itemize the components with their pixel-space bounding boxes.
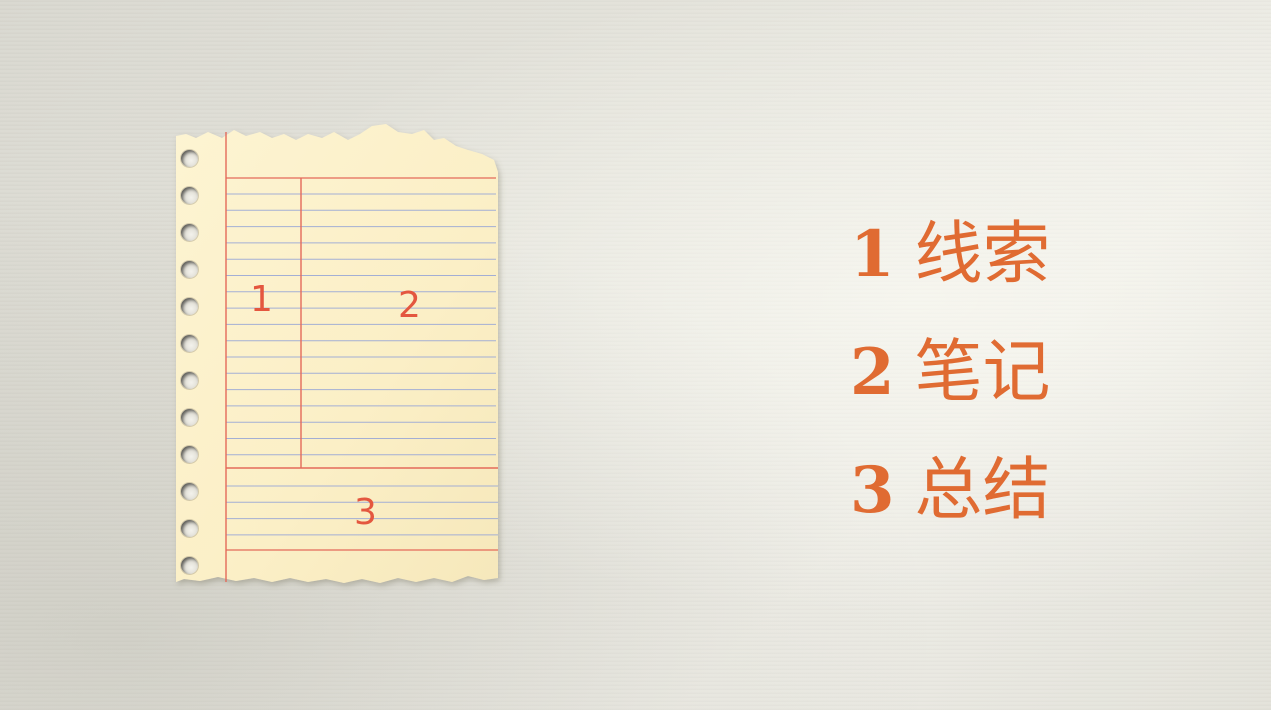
binder-hole: [181, 520, 198, 537]
list-item-label: 线索: [914, 215, 1051, 294]
list-item-number: 3: [850, 453, 895, 528]
binder-hole: [181, 261, 198, 278]
binder-hole: [181, 298, 198, 315]
binder-hole: [181, 446, 198, 463]
binder-hole: [181, 335, 198, 352]
binder-hole: [181, 557, 198, 574]
list-item-label: 总结: [914, 451, 1051, 530]
binder-hole: [181, 483, 198, 500]
binder-hole: [181, 224, 198, 241]
list-item-label: 笔记: [914, 333, 1051, 412]
list-item-cues: 1 线索: [850, 196, 1051, 314]
cornell-sections-list: 1 线索 2 笔记 3 总结: [850, 196, 1051, 550]
binder-hole: [181, 372, 198, 389]
notes-section-number: 2: [398, 285, 421, 326]
list-item-summary: 3 总结: [850, 432, 1051, 550]
notebook-paper: 1 2 3: [172, 120, 502, 586]
list-item-number: 1: [850, 217, 895, 292]
list-item-number: 2: [850, 335, 895, 410]
ruled-lines: [226, 193, 498, 536]
summary-section-number: 3: [354, 492, 377, 533]
torn-paper-sheet: [176, 124, 498, 583]
binder-hole: [181, 409, 198, 426]
binder-hole: [181, 187, 198, 204]
list-item-notes: 2 笔记: [850, 314, 1051, 432]
binder-hole: [181, 150, 198, 167]
cue-section-number: 1: [250, 279, 273, 320]
